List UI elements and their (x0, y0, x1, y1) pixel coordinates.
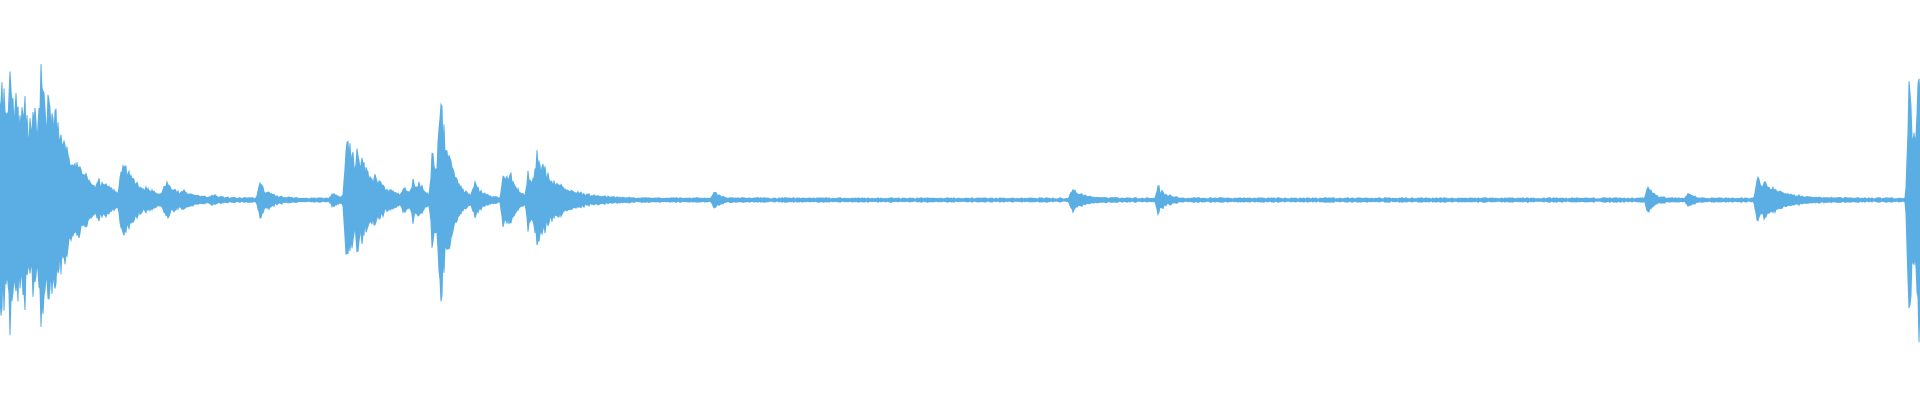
waveform-trace (0, 64, 1920, 343)
